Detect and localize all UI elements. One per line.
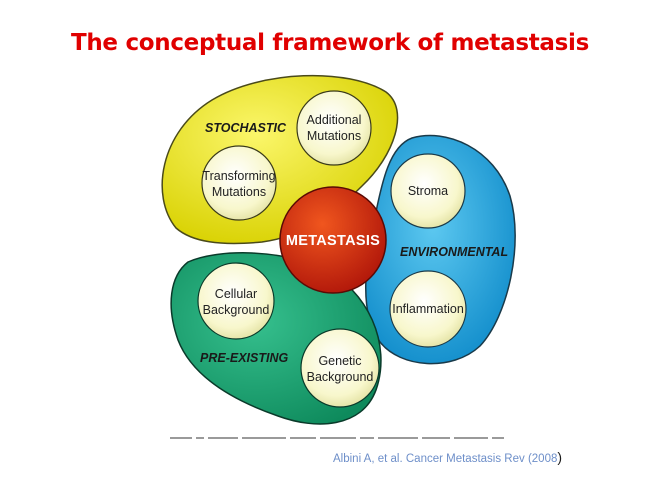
transforming-mutations-line1: Transforming (202, 169, 275, 183)
additional-mutations-node: Additional Mutations (296, 90, 372, 166)
cellular-background-line1: Cellular (215, 287, 257, 301)
cellular-background-node: Cellular Background (197, 262, 275, 340)
preexisting-group: PRE-EXISTING Cellular Background Genetic… (170, 252, 382, 425)
cropped-caption-line (170, 437, 515, 442)
inflammation-node: Inflammation (389, 270, 467, 348)
stroma-label: Stroma (408, 184, 448, 198)
genetic-background-line2: Background (307, 370, 374, 384)
transforming-mutations-node: Transforming Mutations (201, 145, 277, 221)
citation: Albini A, et al. Cancer Metastasis Rev (… (333, 449, 562, 465)
metastasis-center-node: METASTASIS (279, 186, 387, 294)
preexisting-label: PRE-EXISTING (200, 351, 288, 365)
environmental-label: ENVIRONMENTAL (400, 245, 508, 259)
genetic-background-line1: Genetic (318, 354, 361, 368)
additional-mutations-line1: Additional (307, 113, 362, 127)
inflammation-label: Inflammation (392, 302, 464, 316)
cellular-background-line2: Background (203, 303, 270, 317)
genetic-background-node: Genetic Background (300, 328, 380, 408)
stochastic-label: STOCHASTIC (205, 121, 287, 135)
page-title: The conceptual framework of metastasis (70, 30, 590, 56)
additional-mutations-line2: Mutations (307, 129, 361, 143)
citation-text: Albini A, et al. Cancer Metastasis Rev (… (333, 453, 558, 465)
stroma-node: Stroma (390, 153, 466, 229)
citation-close-paren: ) (557, 449, 563, 465)
metastasis-label: METASTASIS (286, 233, 380, 249)
environmental-group: ENVIRONMENTAL Stroma Inflammation (365, 134, 516, 365)
transforming-mutations-line2: Mutations (212, 185, 266, 199)
